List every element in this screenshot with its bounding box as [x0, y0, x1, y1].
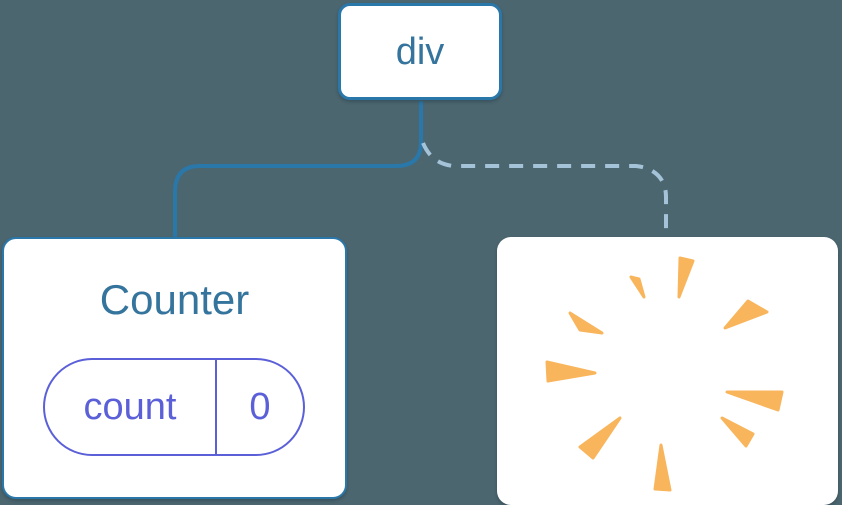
- state-key-label: count: [45, 360, 217, 454]
- burst-ray: [723, 299, 769, 330]
- state-value-label: 0: [249, 385, 271, 428]
- burst-ray: [653, 443, 672, 492]
- poof-burst-icon: [545, 256, 784, 492]
- solid-connector-line: [173, 101, 423, 238]
- burst-ray: [725, 390, 784, 412]
- burst-ray: [568, 311, 604, 335]
- burst-ray: [629, 275, 646, 299]
- tree-node-removed: [497, 237, 838, 505]
- div-node-label: div: [395, 30, 445, 73]
- burst-ray: [677, 256, 695, 299]
- burst-ray: [578, 416, 622, 460]
- tree-node-div: div: [338, 3, 502, 100]
- state-pill: count 0: [43, 358, 305, 456]
- burst-ray: [720, 416, 755, 448]
- dashed-connector-line: [421, 142, 668, 238]
- burst-ray: [545, 360, 597, 383]
- counter-node-title: Counter: [99, 276, 250, 323]
- tree-node-counter: Counter count 0: [2, 237, 347, 499]
